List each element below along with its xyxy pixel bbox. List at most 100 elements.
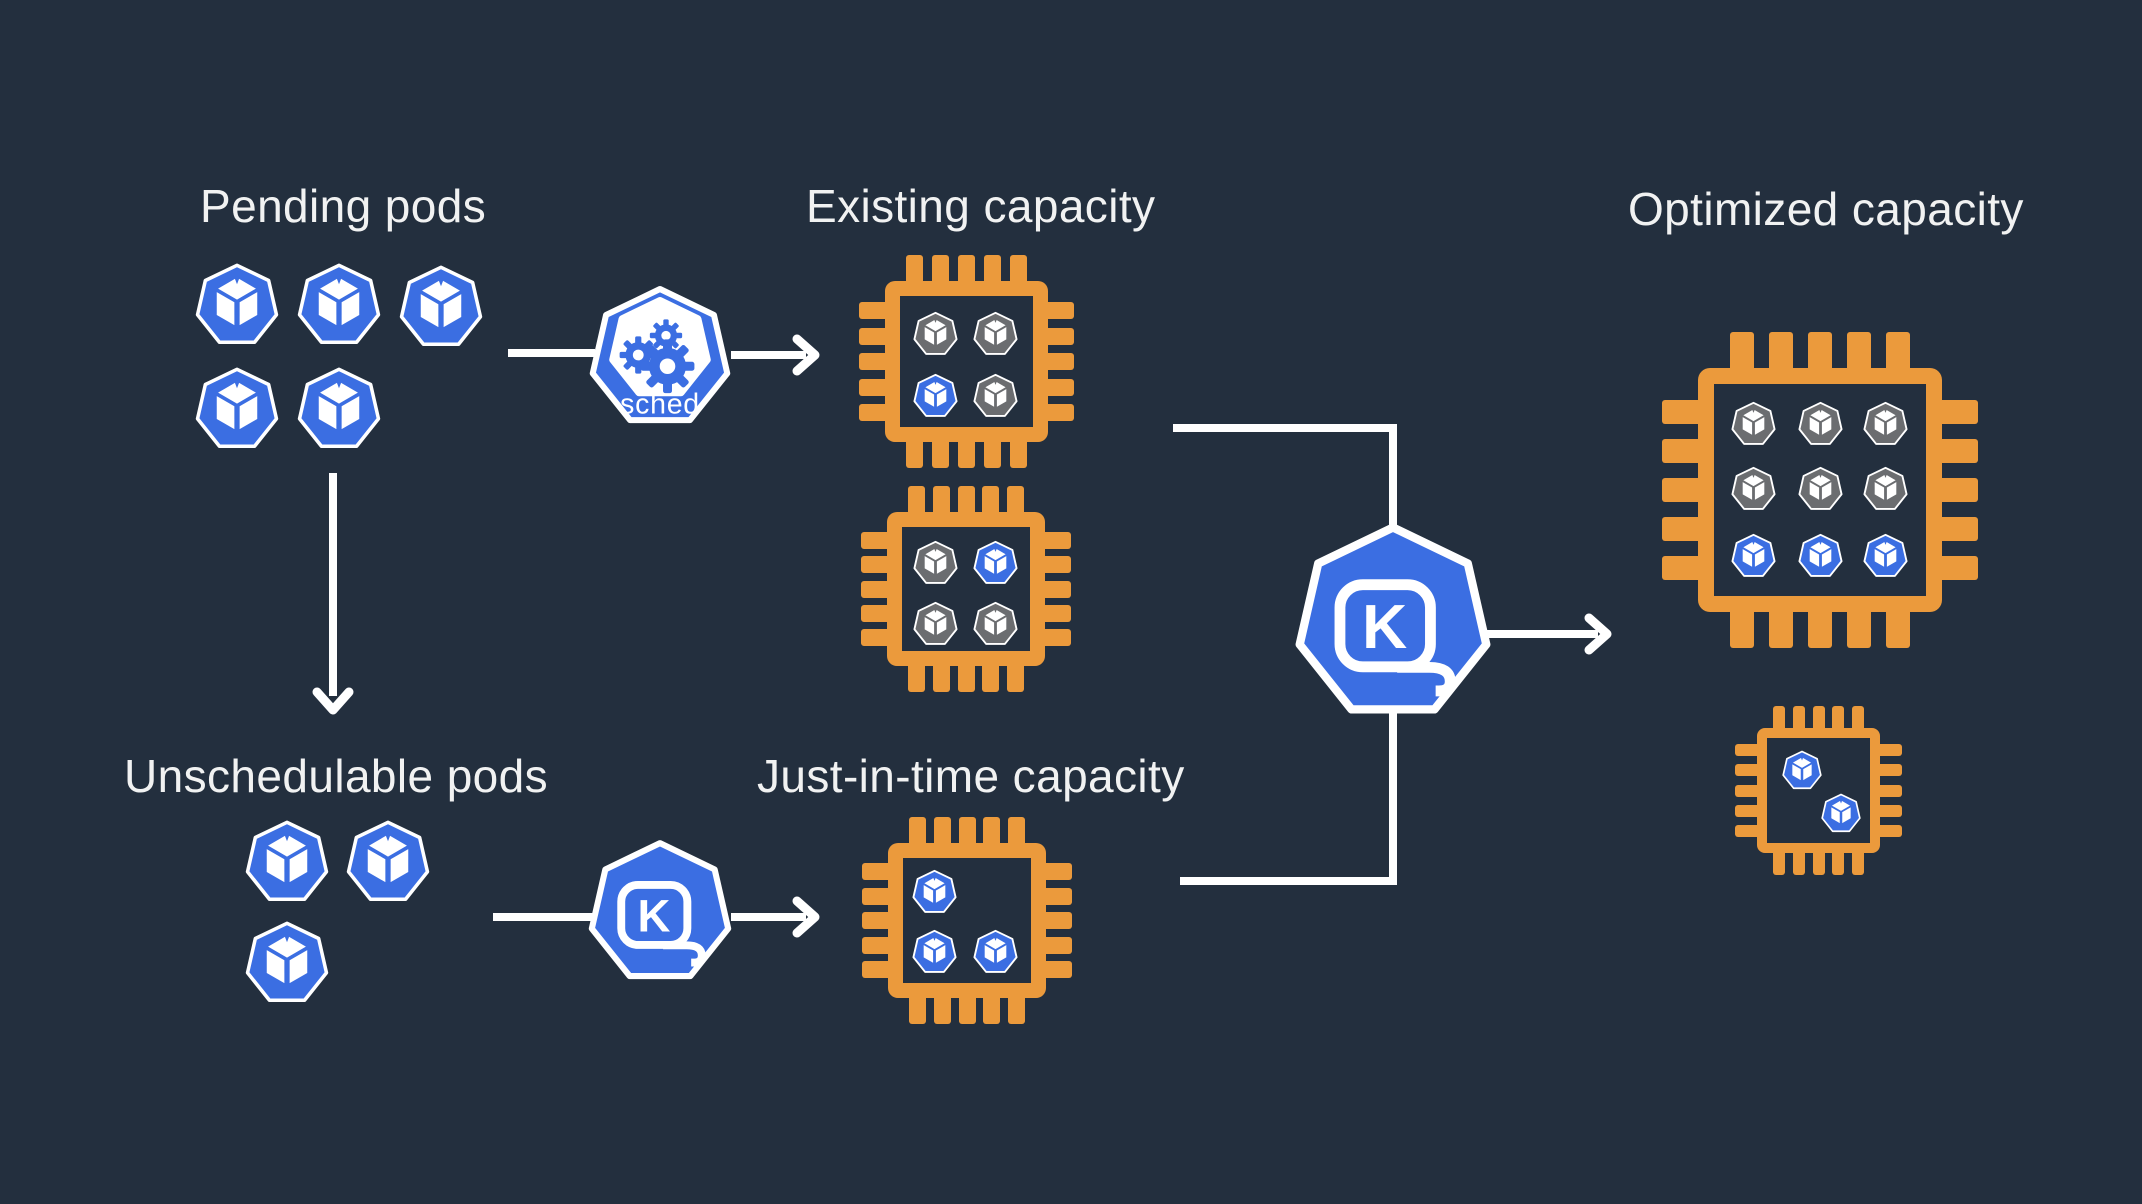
chip-pin — [984, 438, 1001, 468]
chip-pin — [1847, 332, 1871, 372]
pod-icon-gray — [1730, 400, 1777, 447]
pod-icon-gray — [972, 310, 1019, 357]
cpu-chip-existing-top — [859, 255, 1074, 468]
connector-jit-to-karpenter — [1180, 712, 1397, 885]
chip-pin — [861, 556, 891, 574]
chip-pin — [859, 353, 889, 370]
chip-pin — [861, 532, 891, 549]
chip-pin — [932, 486, 950, 516]
chip-pin — [1730, 332, 1754, 372]
chip-pin — [1042, 912, 1072, 929]
chip-pin — [932, 255, 949, 285]
chip-pin — [1044, 353, 1074, 370]
chip-pin — [1042, 863, 1072, 880]
chip-pin — [933, 817, 951, 847]
chip-pin — [957, 662, 975, 692]
pod-icon-blue — [193, 260, 281, 348]
chip-pin — [1662, 439, 1702, 463]
pod-icon-blue — [911, 868, 958, 915]
chip-pin — [1041, 532, 1071, 549]
chip-pin — [933, 994, 951, 1024]
pod-icon-blue — [1730, 532, 1777, 579]
pod-icon-blue — [1781, 749, 1823, 791]
pod-icon-blue — [972, 928, 1019, 975]
chip-pin — [906, 255, 923, 285]
connector-existing-to-karpenter — [1173, 424, 1397, 525]
cube-icon — [1797, 401, 1843, 445]
chip-pin — [1832, 849, 1845, 875]
chip-pin — [958, 438, 975, 468]
cube-icon — [1797, 533, 1843, 577]
chip-pin — [932, 438, 949, 468]
chip-pin — [1938, 478, 1978, 502]
chip-pin — [859, 302, 889, 319]
pod-icon-blue — [1820, 792, 1862, 834]
chip-pin — [1662, 400, 1702, 424]
cube-icon — [1730, 401, 1776, 445]
karpenter-icon: K — [584, 834, 736, 986]
label-jit-capacity: Just-in-time capacity — [757, 750, 1185, 802]
cpu-chip-optimized-large — [1662, 332, 1978, 648]
chip-pin — [862, 863, 892, 880]
chip-pin — [1042, 936, 1072, 954]
chip-pin — [1041, 604, 1071, 622]
tape-measure-icon — [617, 880, 692, 949]
chip-pin — [1938, 556, 1978, 580]
cube-icon — [911, 929, 957, 973]
pod-icon-blue — [1797, 532, 1844, 579]
chip-pin — [1730, 608, 1754, 648]
label-optimized-capacity: Optimized capacity — [1628, 183, 2024, 235]
cube-icon — [195, 367, 279, 448]
cube-icon — [1730, 466, 1776, 510]
chip-pin — [958, 255, 975, 285]
cpu-chip-optimized-small — [1735, 706, 1902, 875]
chip-pin — [1773, 706, 1785, 732]
pod-icon-blue — [243, 817, 331, 905]
chip-pin — [1938, 400, 1978, 424]
chip-pin — [1938, 439, 1978, 463]
pod-icon-gray — [1797, 400, 1844, 447]
chip-pin — [1010, 255, 1027, 285]
chip-pin — [1773, 849, 1785, 875]
pod-icon-blue — [243, 918, 331, 1006]
scheduler-label: sched — [620, 389, 700, 421]
chip-pin — [1042, 887, 1072, 905]
chip-pin — [1847, 608, 1871, 648]
chip-pin — [1876, 784, 1902, 797]
gear-icon — [640, 339, 695, 394]
chip-pin — [1662, 556, 1702, 580]
chip-pin — [1792, 706, 1805, 732]
cube-icon — [912, 373, 958, 417]
pod-icon-blue — [911, 928, 958, 975]
chip-pin — [1044, 327, 1074, 345]
tape-tail-icon — [1397, 661, 1456, 697]
chip-pin — [1044, 378, 1074, 396]
pod-icon-blue — [972, 539, 1019, 586]
pod-icon-blue — [295, 260, 383, 348]
chip-pin — [1007, 662, 1024, 692]
cube-icon — [1730, 533, 1776, 577]
chip-pin — [1792, 849, 1805, 875]
pod-icon-gray — [1862, 465, 1909, 512]
cube-icon — [1821, 793, 1861, 833]
kube-scheduler-icon: sched — [585, 280, 735, 430]
chip-pin — [859, 327, 889, 345]
chip-pin — [862, 912, 892, 929]
chip-pin — [861, 629, 891, 646]
cube-icon — [912, 540, 958, 584]
chip-pin — [1735, 784, 1761, 797]
cpu-chip-jit — [862, 817, 1072, 1024]
chip-pin — [983, 994, 1001, 1024]
cube-icon — [972, 373, 1018, 417]
chip-pin — [861, 604, 891, 622]
cube-icon — [245, 921, 329, 1002]
chip-pin — [1662, 517, 1702, 541]
chip-pin — [1812, 706, 1825, 732]
cube-icon — [1862, 533, 1908, 577]
cube-icon — [1862, 401, 1908, 445]
chip-pin — [1886, 608, 1910, 648]
chip-pin — [1662, 478, 1702, 502]
cube-icon — [297, 367, 381, 448]
